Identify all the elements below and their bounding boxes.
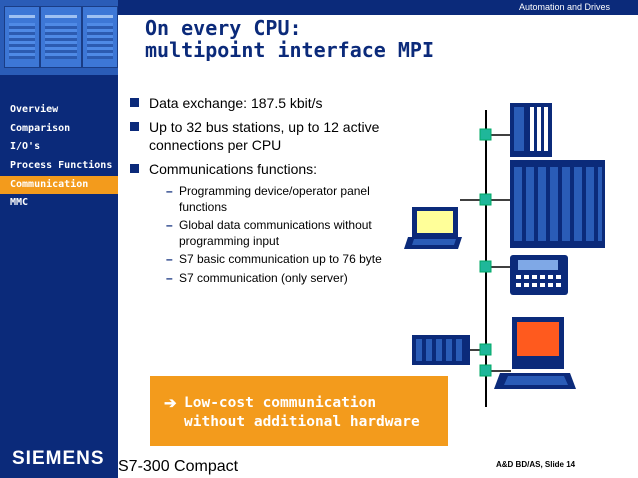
- bullet-text: Communications functions:: [149, 161, 318, 177]
- connector-icon: [479, 193, 492, 206]
- sub-bullet-item: – Programming device/operator panel func…: [130, 184, 390, 215]
- hardware-photo: [0, 0, 118, 75]
- sidebar-item-overview[interactable]: Overview: [10, 104, 59, 115]
- callout-box: ➔ Low-cost communication without additio…: [150, 376, 448, 446]
- sidebar-nav: Overview Comparison I/O's Process Functi…: [0, 101, 118, 213]
- callout-text: Low-cost communication without additiona…: [184, 394, 420, 432]
- sub-bullet-item: – S7 basic communication up to 76 byte: [130, 252, 390, 268]
- callout-line-2: without additional hardware: [184, 414, 420, 430]
- connector-icon: [479, 260, 492, 273]
- sidebar-item-process-functions[interactable]: Process Functions: [10, 160, 113, 172]
- connector-icon: [479, 128, 492, 141]
- sub-bullet-text: S7 basic communication up to 76 byte: [179, 252, 382, 266]
- small-plc-icon: [412, 335, 470, 365]
- sidebar-item-mmc[interactable]: MMC: [10, 197, 29, 209]
- page-title: On every CPU: multipoint interface MPI: [145, 17, 434, 61]
- top-bar: Automation and Drives: [118, 0, 638, 15]
- callout-line-1: Low-cost communication: [184, 395, 377, 411]
- title-line-2: multipoint interface MPI: [145, 38, 434, 62]
- connector-icon: [479, 364, 492, 377]
- sub-bullet-text: Programming device/operator panel functi…: [179, 184, 370, 214]
- footer-slide-number: A&D BD/AS, Slide 14: [496, 460, 576, 469]
- siemens-logo: SIEMENS: [12, 448, 105, 469]
- arrow-right-icon: ➔: [164, 395, 177, 412]
- laptop-icon: [404, 207, 462, 249]
- sidebar: Overview Comparison I/O's Process Functi…: [0, 0, 118, 478]
- mpi-network-diagram: [404, 103, 605, 407]
- footer-product-name: S7-300 Compact: [118, 458, 239, 475]
- bullet-square-icon: [130, 98, 139, 107]
- pc-workstation-icon: [494, 317, 576, 389]
- bullet-list: Data exchange: 187.5 kbit/s Up to 32 bus…: [130, 94, 390, 289]
- sub-bullet-item: – S7 communication (only server): [130, 271, 390, 287]
- title-line-1: On every CPU:: [145, 16, 302, 40]
- sub-bullet-text: S7 communication (only server): [179, 270, 348, 285]
- cpu-module-icon: [510, 103, 552, 157]
- operator-panel-icon: [510, 255, 568, 295]
- dash-icon: –: [166, 184, 173, 198]
- sub-bullet-text: Global data communications without progr…: [179, 218, 372, 248]
- bullet-item: Communications functions:: [130, 160, 390, 178]
- sub-bullet-item: – Global data communications without pro…: [130, 218, 390, 249]
- s7-rack-icon: [510, 160, 605, 248]
- connector-icon: [479, 343, 492, 356]
- division-label: Automation and Drives: [518, 2, 610, 12]
- bullet-text: Up to 32 bus stations, up to 12 active c…: [149, 119, 380, 153]
- bullet-square-icon: [130, 164, 139, 173]
- bullet-item: Up to 32 bus stations, up to 12 active c…: [130, 118, 390, 154]
- bullet-square-icon: [130, 122, 139, 131]
- sidebar-item-ios[interactable]: I/O's: [10, 141, 41, 153]
- sidebar-item-comparison[interactable]: Comparison: [10, 122, 71, 134]
- dash-icon: –: [166, 252, 173, 266]
- sidebar-item-communication[interactable]: Communication: [0, 175, 118, 195]
- dash-icon: –: [166, 270, 173, 285]
- dash-icon: –: [166, 218, 173, 232]
- bullet-text: Data exchange: 187.5 kbit/s: [149, 95, 323, 111]
- bullet-item: Data exchange: 187.5 kbit/s: [130, 94, 390, 112]
